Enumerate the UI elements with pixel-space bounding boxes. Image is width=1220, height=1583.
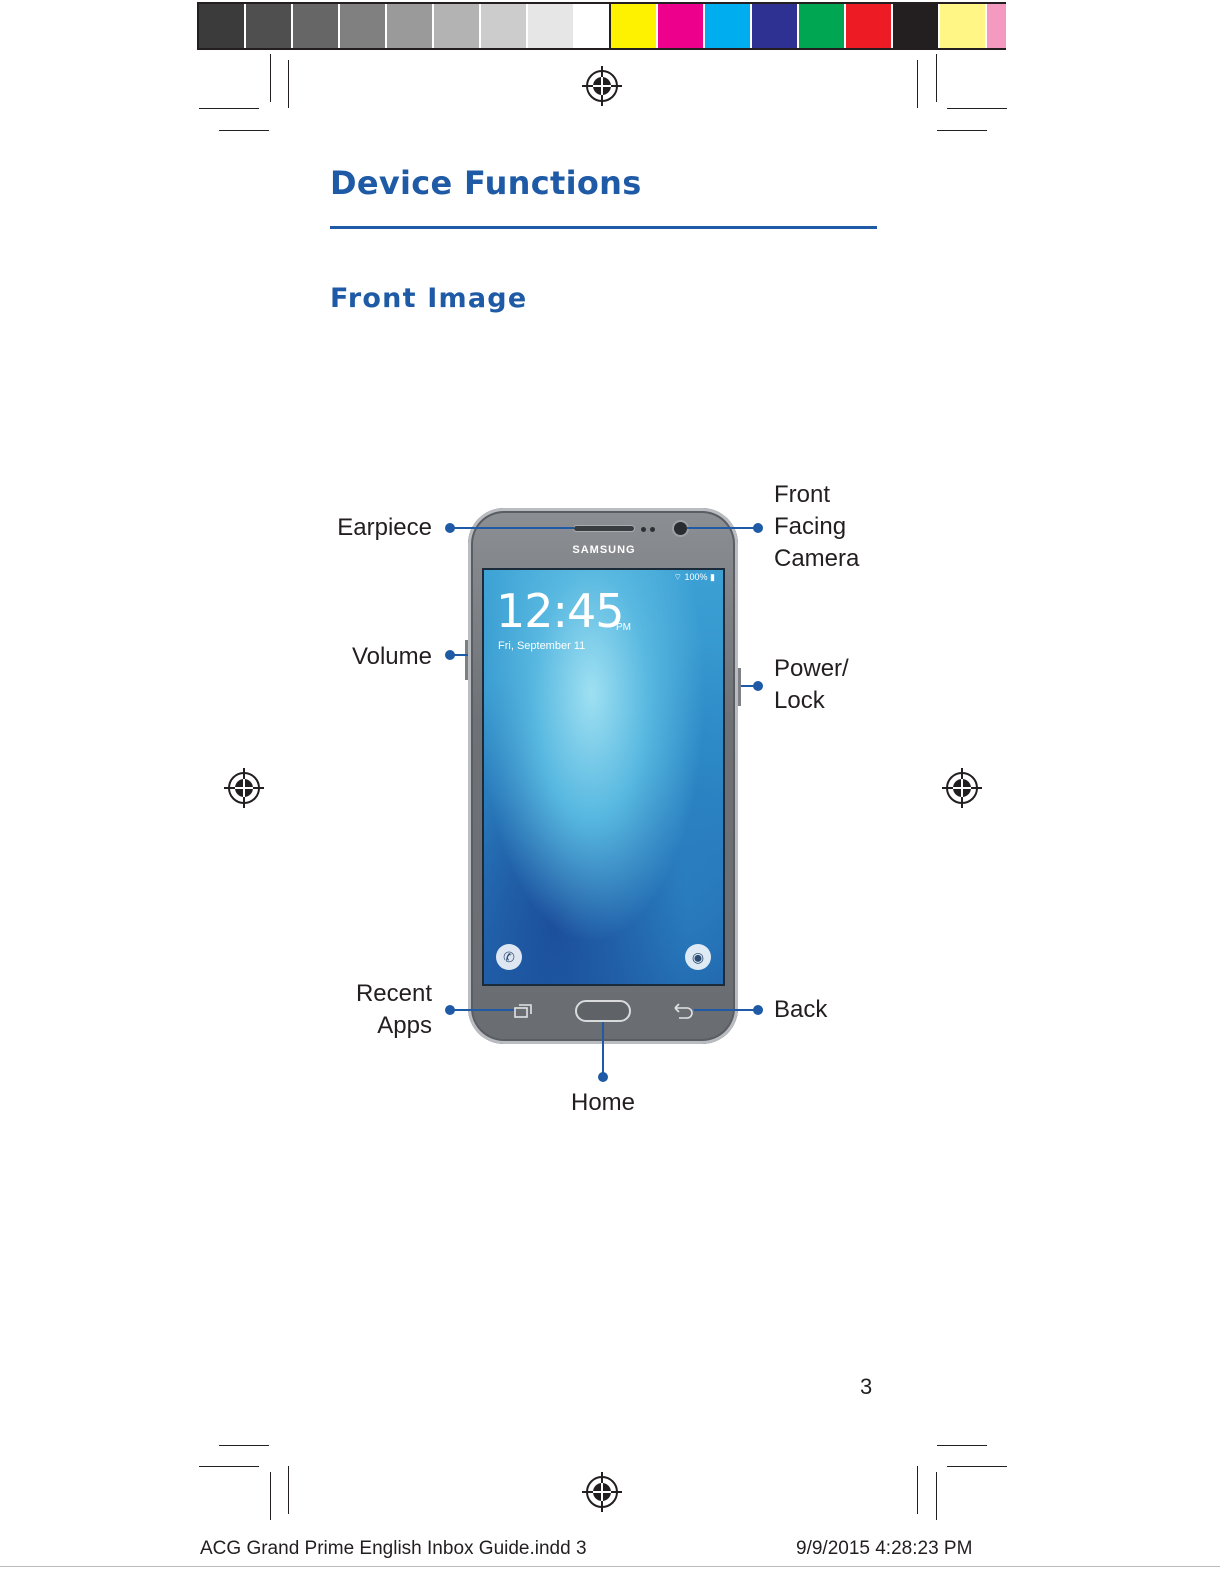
label-earpiece: Earpiece [300, 512, 432, 544]
label-recent-apps: Recent Apps [300, 978, 432, 1042]
label-power-lock: Power/ Lock [774, 653, 849, 717]
label-volume: Volume [300, 641, 432, 673]
bottom-trim-line [0, 1566, 1220, 1567]
label-line: Lock [774, 685, 849, 717]
page-number: 3 [860, 1374, 872, 1400]
label-front-facing-camera: Front Facing Camera [774, 479, 859, 575]
label-line: Camera [774, 543, 859, 575]
label-line: Apps [300, 1010, 432, 1042]
slug-timestamp: 9/9/2015 4:28:23 PM [796, 1538, 972, 1560]
label-line: Recent [300, 978, 432, 1010]
label-line: Power/ [774, 653, 849, 685]
label-line: Front [774, 479, 859, 511]
label-home: Home [571, 1087, 635, 1119]
label-line: Facing [774, 511, 859, 543]
slug-filename: ACG Grand Prime English Inbox Guide.indd… [200, 1538, 587, 1560]
label-back: Back [774, 994, 827, 1026]
